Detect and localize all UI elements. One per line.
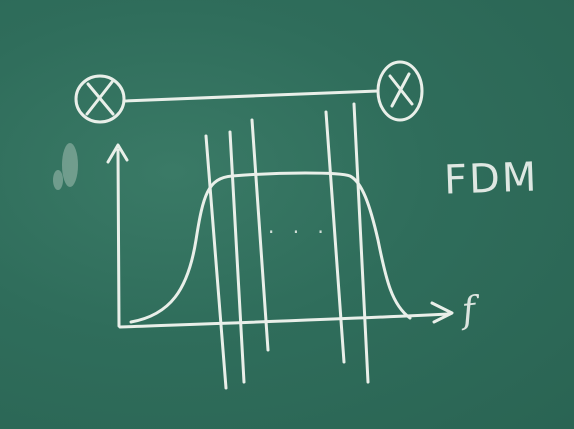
link-line	[122, 89, 380, 103]
band-line	[352, 102, 370, 384]
chalk-smudge	[62, 143, 78, 187]
band-line	[204, 134, 228, 390]
spectrum-curve	[129, 171, 412, 324]
band-line	[250, 118, 270, 352]
band-line	[324, 110, 346, 364]
right-antenna-symbol	[376, 60, 424, 122]
vertical-axis	[106, 143, 129, 328]
horizontal-axis	[118, 301, 454, 329]
chalk-smudge	[53, 170, 63, 190]
ellipsis-text: . . .	[268, 214, 330, 238]
left-antenna-symbol	[74, 74, 126, 124]
band-line	[228, 130, 246, 384]
fdm-title: FDM	[443, 154, 540, 204]
